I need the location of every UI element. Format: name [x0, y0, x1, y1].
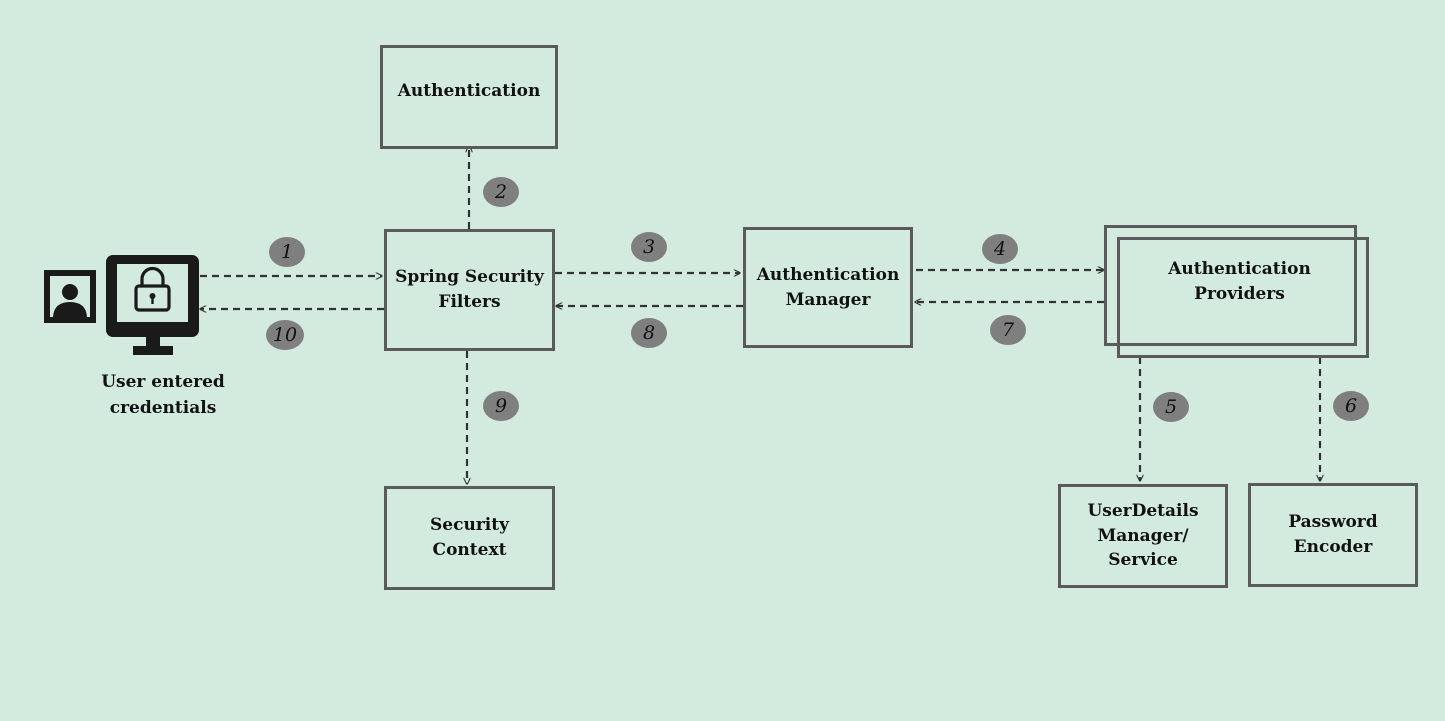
monitor-lock-icon — [106, 255, 199, 355]
step-badge-9: 9 — [483, 391, 519, 421]
authentication-manager-box: Authentication Manager — [743, 227, 913, 348]
authentication-providers-back-box — [1117, 237, 1369, 358]
step-badge-7: 7 — [990, 315, 1026, 345]
step-badge-8: 8 — [631, 318, 667, 348]
password-encoder-box: Password Encoder — [1248, 483, 1418, 587]
step-badge-3: 3 — [631, 232, 667, 262]
step-badge-2: 2 — [483, 177, 519, 207]
spring-security-filters-box: Spring Security Filters — [384, 229, 555, 351]
step-badge-6: 6 — [1333, 391, 1369, 421]
step-badge-4: 4 — [982, 234, 1018, 264]
step-badge-10: 10 — [266, 320, 304, 350]
encoder-label: Password Encoder — [1288, 512, 1378, 557]
authentication-label: Authentication — [397, 81, 541, 101]
security-context-box: Security Context — [384, 486, 555, 590]
user-details-service-box: UserDetails Manager/ Service — [1058, 484, 1228, 588]
context-label: Security Context — [430, 515, 509, 560]
providers-label: Authentication Providers — [1168, 258, 1311, 304]
user-caption: User entered credentials — [101, 372, 225, 418]
user-silhouette-icon — [44, 270, 96, 323]
step-badge-1: 1 — [269, 237, 305, 267]
filters-label: Spring Security Filters — [395, 267, 544, 312]
step-badge-5: 5 — [1153, 392, 1189, 422]
authentication-box: Authentication — [380, 45, 558, 149]
user-details-label: UserDetails Manager/ Service — [1087, 501, 1199, 571]
manager-label: Authentication Manager — [756, 264, 900, 310]
authentication-providers-box: Authentication Providers — [1104, 225, 1357, 346]
